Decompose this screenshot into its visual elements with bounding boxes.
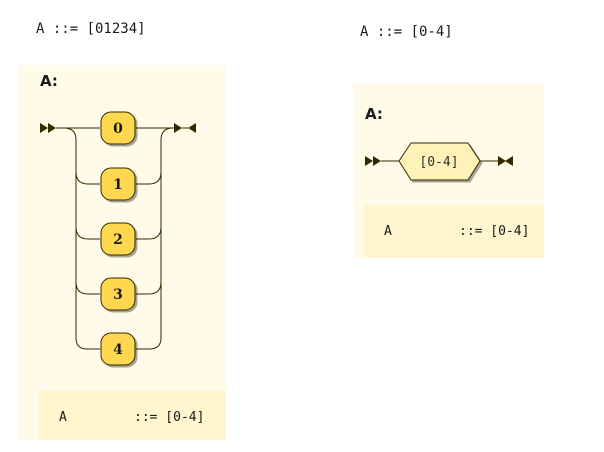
terminal-3-label: 3 <box>113 287 123 303</box>
right-grammar-text: A ::= [0-4] <box>360 24 453 40</box>
right-end-arrow <box>498 156 513 166</box>
left-start-arrow <box>40 123 56 133</box>
terminal-0-label: 0 <box>113 121 123 137</box>
right-railroad <box>365 156 513 166</box>
left-definition-body: ::= [0-4] <box>134 410 205 425</box>
left-definition-box: A ::= [0-4] <box>39 390 226 440</box>
terminal-1: 1 <box>100 167 136 201</box>
right-rule-title: A: <box>365 105 383 123</box>
terminal-4: 4 <box>100 332 136 366</box>
terminal-4-label: 4 <box>113 342 123 358</box>
left-rule-title: A: <box>40 72 58 90</box>
terminal-0: 0 <box>100 111 136 145</box>
terminal-1-label: 1 <box>113 177 123 193</box>
right-start-arrow <box>365 156 381 166</box>
left-railroad <box>40 123 196 350</box>
char-class-label: [0-4] <box>419 155 458 170</box>
terminal-2-label: 2 <box>113 232 123 248</box>
left-grammar-text: A ::= [01234] <box>36 21 146 37</box>
terminal-2: 2 <box>100 222 136 256</box>
right-definition-name: A <box>384 224 392 239</box>
right-definition-body: ::= [0-4] <box>459 224 530 239</box>
terminal-3: 3 <box>100 277 136 311</box>
right-definition-box: A ::= [0-4] <box>364 205 544 258</box>
left-end-arrow <box>174 123 196 133</box>
char-class-node: [0-4] <box>398 142 481 181</box>
left-definition-name: A <box>59 410 67 425</box>
